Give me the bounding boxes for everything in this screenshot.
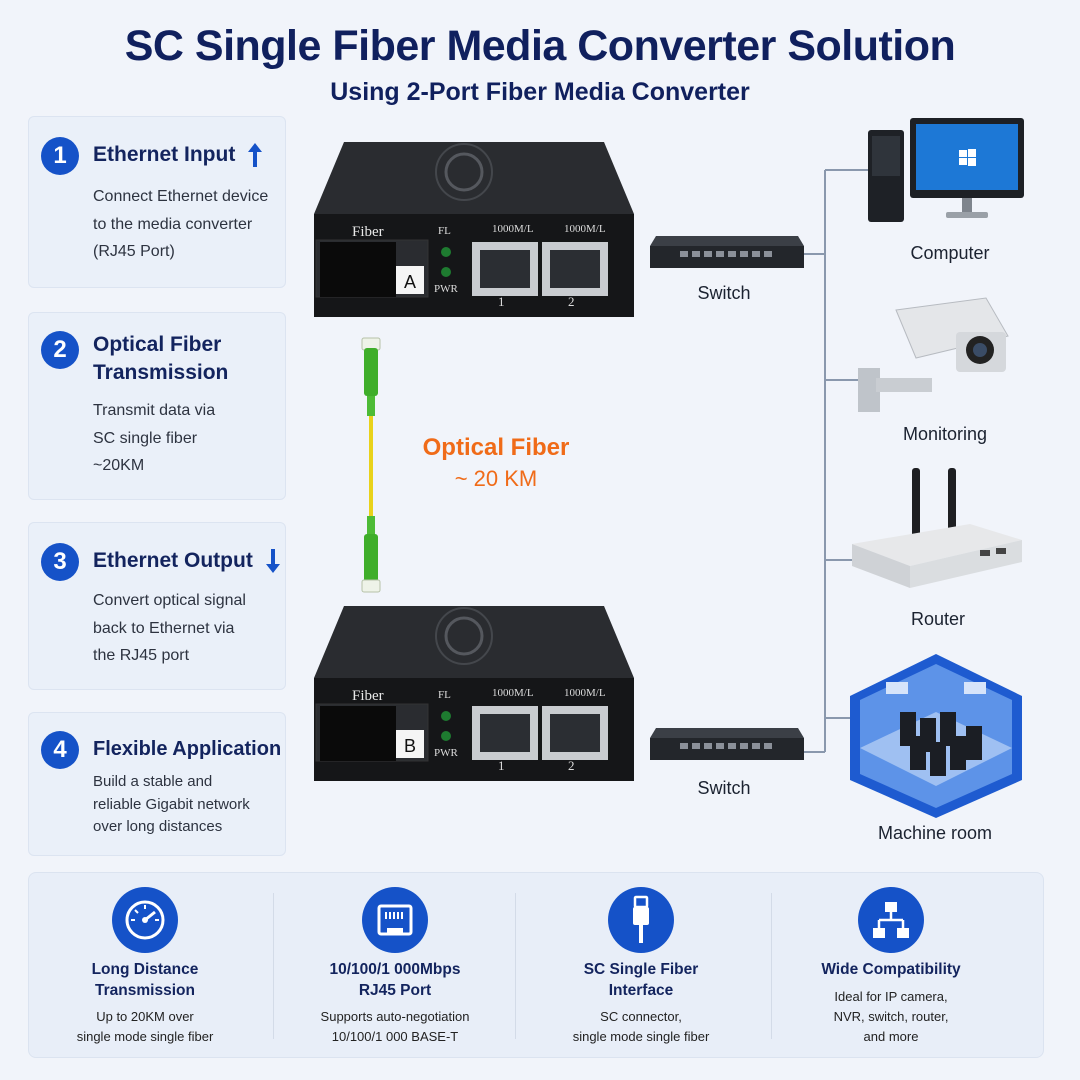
- step-number: 4: [41, 731, 79, 769]
- port2-number: 2: [568, 758, 575, 773]
- page-subtitle: Using 2-Port Fiber Media Converter: [330, 78, 750, 106]
- rj45-port-icon: [362, 887, 428, 953]
- feature-title: Long Distance Transmission: [91, 961, 199, 999]
- network-topology-icon: [858, 887, 924, 953]
- step-title-text: Ethernet Input: [93, 143, 236, 166]
- step-card-2: 2 Optical Fiber Transmission Transmit da…: [28, 312, 286, 500]
- converter-body: [314, 142, 634, 317]
- device-label-monitoring: Monitoring: [902, 424, 988, 444]
- speedometer-icon: [112, 887, 178, 953]
- switch-icon: [650, 236, 804, 268]
- step-title-text: Ethernet Output: [93, 549, 253, 572]
- step-number: 1: [41, 137, 79, 175]
- router-icon: [852, 468, 1022, 588]
- fl-led-label: FL: [438, 225, 451, 237]
- optical-fiber-distance: ~ 20 KM: [454, 466, 538, 491]
- device-label-computer: Computer: [910, 243, 990, 263]
- divider: [515, 893, 516, 1039]
- pwr-led-label: PWR: [434, 283, 458, 295]
- port1-speed-label: 1000M/L: [492, 687, 534, 699]
- step-title: Ethernet Output: [93, 547, 281, 575]
- port1-number: 1: [498, 294, 505, 309]
- converter-id-label: A: [403, 272, 416, 292]
- machine-room-icon: [850, 654, 1022, 818]
- feature-long-distance: Long Distance Transmission Up to 20KM ov…: [45, 873, 245, 1059]
- step-card-1: 1 Ethernet Input Connect Ethernet device…: [28, 116, 286, 288]
- port1-number: 1: [498, 758, 505, 773]
- feature-title: 10/100/1 000Mbps RJ45 Port: [329, 961, 461, 999]
- sc-fiber-cable-icon: [361, 337, 381, 593]
- converter-id-label: B: [403, 736, 416, 756]
- step-description: Transmit data via SC single fiber ~20KM: [93, 402, 216, 474]
- security-camera-icon: [858, 297, 1009, 412]
- step-card-3: 3 Ethernet Output Convert optical signal…: [28, 522, 286, 690]
- media-converter-b: Fiber B FL PWR 1000M/L 1000M/L 1 2: [314, 606, 634, 781]
- switch-label-top: Switch: [697, 283, 751, 303]
- device-label-router: Router: [910, 609, 966, 629]
- step-description: Connect Ethernet device to the media con…: [93, 188, 269, 260]
- port2-speed-label: 1000M/L: [564, 223, 606, 235]
- step-number: 3: [41, 543, 79, 581]
- port1-speed-label: 1000M/L: [492, 223, 534, 235]
- fiber-port-label: Fiber: [352, 688, 384, 704]
- feature-title: SC Single Fiber Interface: [583, 961, 699, 999]
- step-description: Build a stable and reliable Gigabit netw…: [93, 773, 250, 835]
- converter-body: [314, 606, 634, 781]
- feature-description: Supports auto-negotiation 10/100/1 000 B…: [320, 1009, 470, 1044]
- feature-description: Ideal for IP camera, NVR, switch, router…: [833, 989, 949, 1044]
- fiber-port-label: Fiber: [352, 224, 384, 240]
- step-description: Convert optical signal back to Ethernet …: [93, 592, 246, 664]
- page-title: SC Single Fiber Media Converter Solution: [124, 22, 956, 70]
- step-title: Optical Fiber Transmission: [93, 333, 229, 384]
- divider: [273, 893, 274, 1039]
- pwr-led-label: PWR: [434, 747, 458, 759]
- port2-speed-label: 1000M/L: [564, 687, 606, 699]
- feature-description: Up to 20KM over single mode single fiber: [76, 1009, 214, 1044]
- feature-description: SC connector, single mode single fiber: [572, 1009, 710, 1044]
- feature-compatibility: Wide Compatibility Ideal for IP camera, …: [791, 873, 991, 1059]
- feature-sc-interface: SC Single Fiber Interface SC connector, …: [541, 873, 741, 1059]
- divider: [771, 893, 772, 1039]
- down-arrow-icon: [265, 549, 280, 574]
- feature-bar: Long Distance Transmission Up to 20KM ov…: [28, 872, 1044, 1058]
- feature-title: Wide Compatibility: [821, 961, 961, 978]
- fl-led-label: FL: [438, 689, 451, 701]
- optical-fiber-label: Optical Fiber: [422, 434, 570, 461]
- computer-icon: [868, 118, 1024, 222]
- step-number: 2: [41, 331, 79, 369]
- sc-connector-icon: [608, 887, 674, 953]
- step-title: Ethernet Input: [93, 141, 263, 169]
- switch-label-bottom: Switch: [697, 778, 751, 798]
- step-title: Flexible Application: [93, 738, 282, 760]
- device-label-machine-room: Machine room: [877, 823, 993, 843]
- step-card-4: 4 Flexible Application Build a stable an…: [28, 712, 286, 856]
- port2-number: 2: [568, 294, 575, 309]
- feature-rj45-port: 10/100/1 000Mbps RJ45 Port Supports auto…: [291, 873, 499, 1059]
- switch-icon: [650, 728, 804, 760]
- media-converter-a: Fiber A FL PWR 1000M/L 1000M/L 1 2: [314, 142, 634, 317]
- up-arrow-icon: [248, 143, 263, 168]
